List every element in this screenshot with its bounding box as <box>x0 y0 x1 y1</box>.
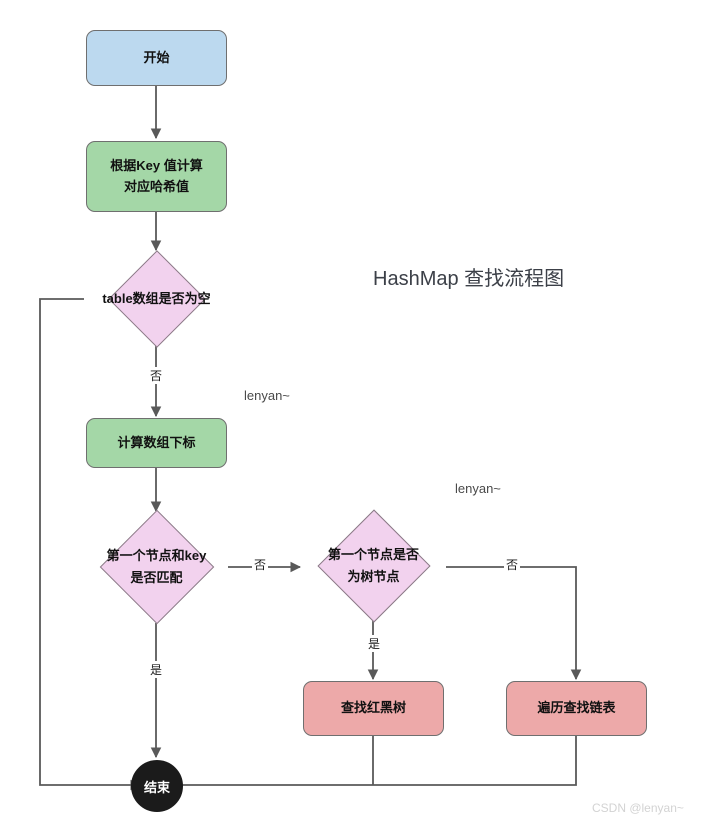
node-search-rbtree-label: 查找红黑树 <box>340 700 406 716</box>
node-calc-index-label: 计算数组下标 <box>117 434 196 450</box>
node-search-rbtree[interactable]: 查找红黑树 <box>303 681 444 736</box>
node-decision-is-tree-line1: 第一个节点是否 <box>327 546 419 562</box>
node-decision-table-empty[interactable]: table数组是否为空 <box>84 250 229 348</box>
node-end-label: 结束 <box>143 779 170 795</box>
node-end[interactable]: 结束 <box>131 760 183 812</box>
node-search-list-label: 遍历查找链表 <box>537 700 616 716</box>
node-decision-is-tree-label: 第一个节点是否 为树节点 <box>328 544 419 588</box>
node-calc-index[interactable]: 计算数组下标 <box>86 418 227 468</box>
watermark-lenyan-1: lenyan~ <box>244 388 290 403</box>
watermark-lenyan-2: lenyan~ <box>455 481 501 496</box>
node-compute-hash-line2: 对应哈希值 <box>123 178 189 194</box>
node-decision-table-empty-label: table数组是否为空 <box>102 290 211 306</box>
edge-table-empty-yes-to-end <box>39 298 142 791</box>
node-start[interactable]: 开始 <box>86 30 227 86</box>
node-decision-first-match-line2: 是否匹配 <box>130 570 183 585</box>
node-search-list[interactable]: 遍历查找链表 <box>506 681 647 736</box>
node-decision-first-match-label: 第一个节点和key 是否匹配 <box>107 545 207 589</box>
node-compute-hash-line1: 根据Key 值计算 <box>110 158 203 174</box>
node-decision-first-match[interactable]: 第一个节点和key 是否匹配 <box>84 509 229 625</box>
node-start-label: 开始 <box>143 49 170 65</box>
node-decision-first-match-line1: 第一个节点和key <box>106 547 207 563</box>
node-decision-is-tree-line2: 为树节点 <box>347 569 400 584</box>
edge-label-table-empty-no: 否 <box>148 367 165 384</box>
edge-label-first-match-no: 否 <box>252 556 269 573</box>
edge-label-is-tree-no: 否 <box>504 556 521 573</box>
edge-label-first-match-yes: 是 <box>148 661 165 678</box>
edge-search-list-to-end <box>170 736 577 791</box>
watermark-csdn: CSDN @lenyan~ <box>592 801 684 815</box>
edge-label-is-tree-yes: 是 <box>366 635 383 652</box>
edge-is-tree-no <box>446 566 582 681</box>
node-compute-hash[interactable]: 根据Key 值计算 对应哈希值 <box>86 141 227 212</box>
node-decision-is-tree[interactable]: 第一个节点是否 为树节点 <box>301 509 446 623</box>
chart-title: HashMap 查找流程图 <box>373 268 565 290</box>
